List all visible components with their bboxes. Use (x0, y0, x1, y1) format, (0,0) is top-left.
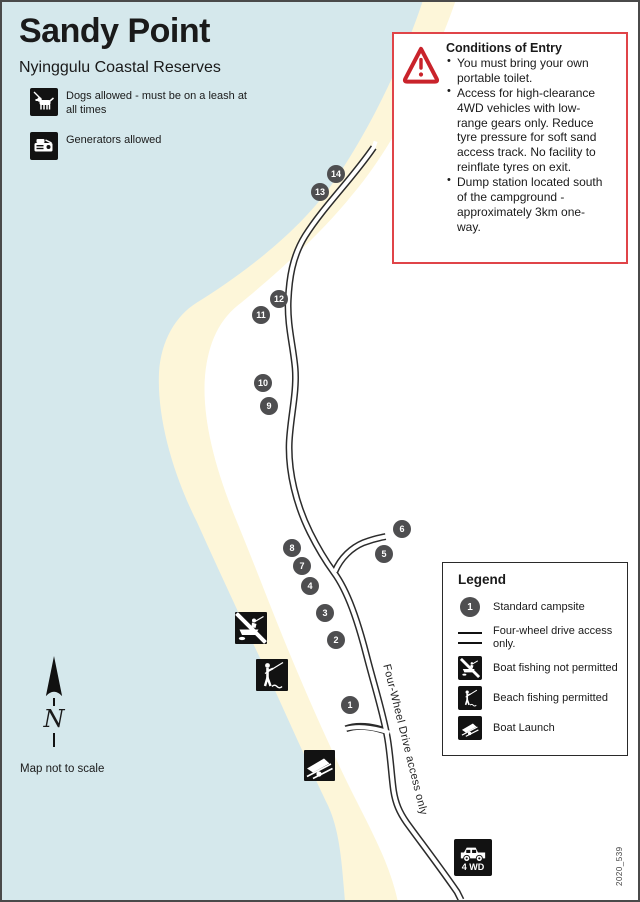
campsite-number: 6 (399, 524, 405, 534)
condition-item: Access for high-clearance 4WD vehicles w… (446, 85, 608, 175)
campsite-number: 1 (347, 700, 353, 710)
road-fill (286, 140, 464, 900)
fourwd-label: 4 WD (461, 861, 485, 872)
north-arrow: N (36, 656, 72, 747)
campsite-marker: 9 (260, 397, 278, 415)
condition-item: Dump station located south of the campgr… (446, 174, 608, 235)
beach-fishing-permitted-icon (256, 659, 288, 696)
conditions-list: You must bring your own portable toilet.… (446, 55, 608, 235)
campsite-marker: 8 (283, 539, 301, 557)
campsite-number: 7 (299, 561, 305, 571)
campsite-marker: 13 (311, 183, 329, 201)
permit-row-generators: Generators allowed (30, 131, 260, 160)
permit-label: Generators allowed (66, 133, 162, 146)
campsite-marker: 1 (341, 696, 359, 714)
campsite-number: 14 (330, 169, 341, 179)
legend-row-campsite: 1 Standard campsite (458, 595, 619, 619)
campsite-number: 10 (257, 378, 268, 388)
four-wheel-drive-icon: 4 WD (454, 839, 492, 876)
north-label: N (43, 705, 65, 733)
campsite-marker-icon: 1 (458, 597, 482, 617)
dog-on-leash-icon (30, 88, 58, 116)
campsite-number: 8 (289, 543, 295, 553)
campsite-marker: 4 (301, 577, 319, 595)
legend-label: Beach fishing permitted (493, 691, 608, 704)
double-line-road-icon (458, 631, 482, 644)
campsite-marker: 5 (375, 545, 393, 563)
permit-label: Dogs allowed - must be on a leash at all… (66, 90, 247, 116)
campsite-number: 13 (314, 187, 325, 197)
campsite-number: 12 (273, 294, 284, 304)
warning-triangle-icon (402, 44, 440, 91)
campsite-marker: 6 (393, 520, 411, 538)
page-subtitle: Nyinggulu Coastal Reserves (19, 59, 221, 76)
legend-title: Legend (458, 572, 507, 587)
boat-launch-icon (458, 716, 482, 741)
permit-list: Dogs allowed - must be on a leash at all… (30, 88, 260, 174)
boat-launch-icon (304, 750, 335, 786)
campsite-marker: 14 (327, 165, 345, 183)
campsite-number: 2 (333, 635, 339, 645)
campsite-number: 5 (381, 549, 387, 559)
legend-label: Boat fishing not permitted (493, 661, 618, 674)
legend-row-beach-fishing: Beach fishing permitted (458, 686, 619, 711)
document-number: 2020_539 (615, 846, 624, 886)
condition-item: You must bring your own portable toilet. (446, 55, 608, 86)
generator-icon (30, 131, 58, 160)
beach-fishing-permitted-icon (458, 686, 482, 711)
legend-row-boat-fishing: Boat fishing not permitted (458, 656, 619, 681)
conditions-content: Conditions of Entry You must bring your … (446, 41, 620, 235)
jeep-icon (460, 847, 486, 862)
campsite-marker: 10 (254, 374, 272, 392)
campsite-marker: 2 (327, 631, 345, 649)
campsite-number: 3 (322, 608, 328, 618)
boat-fishing-not-permitted-icon (235, 612, 267, 649)
legend-label: Four-wheel drive access only. (493, 625, 613, 650)
boat-fishing-not-permitted-icon (458, 656, 482, 681)
campsite-marker: 7 (293, 557, 311, 575)
campsite-number: 9 (266, 401, 272, 411)
conditions-of-entry-box: Conditions of Entry You must bring your … (392, 32, 628, 264)
campsite-marker: 12 (270, 290, 288, 308)
legend-box: Legend 1 Standard campsite Four-wheel dr… (442, 562, 628, 756)
scale-note: Map not to scale (20, 763, 105, 775)
legend-label: Boat Launch (493, 721, 555, 734)
legend-row-boat-launch: Boat Launch (458, 716, 619, 741)
campsite-marker: 11 (252, 306, 270, 324)
campsite-number: 11 (256, 310, 266, 320)
conditions-title: Conditions of Entry (446, 41, 562, 55)
legend-marker-number: 1 (467, 601, 473, 613)
compass-needle-icon (45, 656, 63, 697)
campsite-number: 4 (307, 581, 313, 591)
title-block: Sandy Point Nyinggulu Coastal Reserves (19, 12, 221, 77)
permit-row-dogs: Dogs allowed - must be on a leash at all… (30, 88, 260, 118)
campsite-marker: 3 (316, 604, 334, 622)
page-title: Sandy Point (19, 12, 210, 50)
legend-label: Standard campsite (493, 600, 585, 613)
legend-row-road: Four-wheel drive access only. (458, 625, 619, 650)
